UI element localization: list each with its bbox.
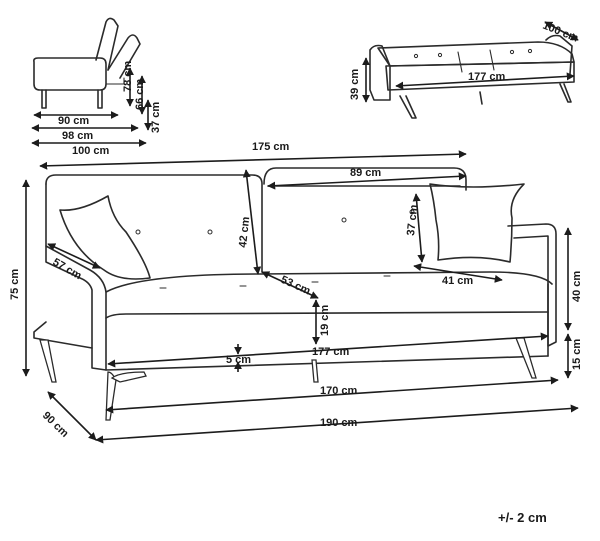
label-177-cm: 177 cm xyxy=(312,346,350,358)
label-40-cm: 40 cm xyxy=(571,271,583,302)
label-41-cm: 41 cm xyxy=(442,275,473,287)
label-53-cm: 53 cm xyxy=(279,274,313,298)
label-57-cm: 57 cm xyxy=(51,256,84,282)
label-90-cm: 90 cm xyxy=(40,410,71,440)
bed-label-100: 100 cm xyxy=(541,20,580,45)
side-label-100: 100 cm xyxy=(72,145,110,157)
label-175-cm: 175 cm xyxy=(252,141,290,153)
side-label-90: 90 cm xyxy=(58,115,89,127)
bed-view-dimensions: 100 cm 39 cm 177 cm xyxy=(349,20,580,103)
main-view-sofa-outline xyxy=(33,167,557,421)
side-view-sofa-outline xyxy=(33,17,141,109)
label-19-cm: 19 cm xyxy=(319,305,331,336)
bed-label-177: 177 cm xyxy=(468,71,506,83)
label-42-cm: 42 cm xyxy=(237,216,252,248)
side-label-37: 37 cm xyxy=(150,102,162,133)
label-170-cm: 170 cm xyxy=(320,385,358,397)
label-5-cm: 5 cm xyxy=(226,354,251,366)
side-view: 78 cm 66 cm 37 cm 90 cm 98 cm 100 cm xyxy=(31,17,162,157)
label-190-cm: 190 cm xyxy=(320,417,358,429)
label-15-cm: 15 cm xyxy=(571,339,583,370)
side-label-98: 98 cm xyxy=(62,130,93,142)
main-view: 175 cm 75 cm 90 cm 57 cm 42 cm 89 cm 37 … xyxy=(9,141,583,444)
label-75-cm: 75 cm xyxy=(9,269,21,300)
main-view-dimensions: 175 cm 75 cm 90 cm 57 cm 42 cm 89 cm 37 … xyxy=(9,141,583,444)
side-view-dimensions: 78 cm 66 cm 37 cm 90 cm 98 cm 100 cm xyxy=(31,61,162,157)
bed-label-39: 39 cm xyxy=(349,69,361,100)
side-label-66: 66 cm xyxy=(134,79,146,110)
tolerance-note: +/- 2 cm xyxy=(498,510,547,525)
side-label-78: 78 cm xyxy=(122,61,134,92)
label-89-cm: 89 cm xyxy=(350,167,381,179)
label-37-cm: 37 cm xyxy=(405,204,420,236)
bed-view: 100 cm 39 cm 177 cm xyxy=(349,20,580,119)
